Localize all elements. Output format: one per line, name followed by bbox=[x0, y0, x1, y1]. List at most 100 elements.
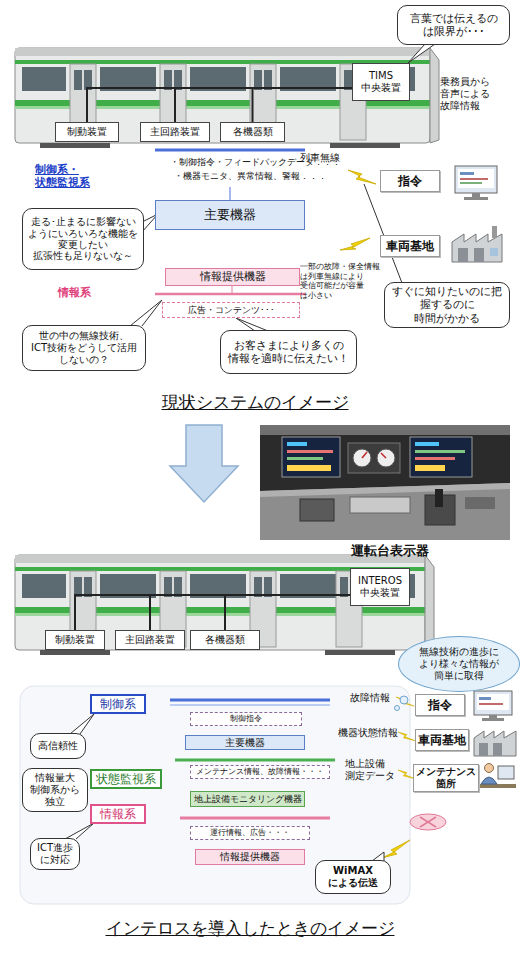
cab-photo bbox=[287, 442, 307, 446]
cab-photo bbox=[353, 449, 371, 467]
train-illustration bbox=[425, 555, 434, 650]
note-text: 乗務員から 音声による 故障情報 bbox=[440, 76, 510, 112]
system-box: 情報系 bbox=[90, 804, 146, 824]
wire-connector bbox=[253, 88, 353, 122]
monitoring-device-box: 地上設備モニタリング機器 bbox=[190, 791, 305, 807]
train-illustration bbox=[74, 577, 82, 597]
node-text: 走る･止まるに影響ない ようにいろいろな機能を 変更したい 拡張性も足りないな～ bbox=[27, 216, 139, 262]
flow-label: 地上設備 測定データ bbox=[345, 758, 401, 782]
train-illustration bbox=[15, 555, 434, 655]
note-text: 一部の故障・保全情報 は列車無線により 受信可能だが容量 は小さい bbox=[300, 262, 386, 300]
computer-icon bbox=[460, 178, 488, 180]
bus-line bbox=[170, 699, 330, 702]
bus-line bbox=[175, 759, 335, 762]
depot-icon bbox=[452, 234, 502, 262]
depot-icon bbox=[490, 248, 498, 256]
node-text: 情報量大 制御系から 独立 bbox=[27, 772, 83, 808]
node-text: メンテナンス 箇所 bbox=[416, 766, 476, 790]
destination-box: 指令 bbox=[415, 694, 465, 716]
computer-icon bbox=[479, 703, 503, 705]
node-text: ICT進歩 に対応 bbox=[35, 842, 75, 866]
maintenance-person-icon bbox=[480, 764, 516, 789]
node-text: 広告・コンテンツ･･･ bbox=[188, 305, 275, 316]
node-text: 制動装置 bbox=[55, 634, 95, 646]
node-text: 指令 bbox=[398, 174, 422, 188]
ground-target-symbol bbox=[410, 814, 446, 830]
figure-caption: インテロスを導入したときのイメージ bbox=[70, 918, 430, 938]
depot-icon bbox=[474, 731, 516, 756]
node-text: 世の中の無線技術、 ICT技術をどうして活用 しないの？ bbox=[27, 330, 141, 366]
node-text: メンテナンス情報、故障情報・・・ bbox=[196, 767, 324, 777]
computer-icon bbox=[489, 715, 497, 718]
cab-photo bbox=[287, 450, 333, 453]
wire-connector bbox=[150, 595, 350, 630]
system-panel bbox=[20, 686, 410, 904]
node-text: 制御系 bbox=[100, 697, 136, 711]
train-illustration bbox=[22, 67, 66, 91]
ground-target-symbol bbox=[420, 817, 436, 827]
bus-line bbox=[232, 286, 233, 294]
train-illustration bbox=[74, 70, 82, 90]
train-illustration bbox=[330, 143, 400, 148]
node-text: 各機器類 bbox=[233, 126, 273, 138]
computer-icon bbox=[474, 691, 512, 721]
train-illustration bbox=[344, 70, 352, 90]
callout-pointer bbox=[130, 300, 162, 326]
device-box: 主回路装置 bbox=[115, 630, 185, 650]
data-box: メンテナンス情報、故障情報・・・ bbox=[190, 765, 330, 779]
train-illustration bbox=[264, 577, 272, 597]
wire-connector bbox=[87, 88, 352, 122]
central-unit-box: INTEROS 中央装置 bbox=[350, 568, 410, 606]
wireless-bolt bbox=[340, 238, 370, 250]
bus-line bbox=[170, 704, 330, 706]
depot-icon bbox=[474, 731, 516, 756]
train-illustration bbox=[15, 48, 430, 143]
section-heading: 情報系 bbox=[58, 286, 118, 299]
system-box: 状態監視系 bbox=[90, 769, 162, 789]
computer-icon bbox=[460, 172, 474, 175]
depot-icon bbox=[492, 226, 497, 238]
speech-bubble: 高信頼性 bbox=[30, 733, 86, 759]
node-text: 車両基地 bbox=[386, 239, 434, 253]
node-text: 主回路装置 bbox=[150, 126, 200, 138]
callout-pointer bbox=[395, 706, 400, 711]
computer-icon bbox=[460, 182, 482, 184]
bus-line bbox=[180, 817, 330, 820]
callout-pointer bbox=[65, 823, 94, 839]
computer-icon bbox=[472, 193, 480, 197]
node-text: 主要機器 bbox=[204, 207, 256, 223]
train-illustration bbox=[15, 48, 430, 56]
node-text: 情報提供機器 bbox=[200, 270, 266, 283]
node-text: お客さまにより多くの 情報を適時に伝えたい！ bbox=[225, 339, 352, 365]
train-illustration bbox=[190, 67, 246, 91]
device-box: 制動装置 bbox=[55, 122, 119, 142]
depot-icon bbox=[479, 743, 488, 756]
train-illustration bbox=[340, 577, 348, 597]
train-illustration bbox=[84, 70, 92, 90]
speech-bubble: すぐに知りたいのに把 握するのに 時間がかかる bbox=[384, 282, 510, 328]
node-text: すぐに知りたいのに把 握するのに 時間がかかる bbox=[389, 285, 505, 325]
info-device-box: 情報提供機器 bbox=[165, 268, 300, 286]
computer-icon bbox=[482, 718, 504, 721]
ground-target-symbol bbox=[410, 814, 446, 830]
data-box: 制御指令 bbox=[190, 712, 302, 726]
speech-bubble: お客さまにより多くの 情報を適時に伝えたい！ bbox=[220, 330, 357, 374]
photo-caption: 運転台表示器 bbox=[330, 543, 450, 559]
speech-bubble: 世の中の無線技術、 ICT技術をどうして活用 しないの？ bbox=[22, 325, 146, 371]
train-illustration bbox=[430, 48, 439, 143]
train-illustration bbox=[15, 555, 425, 650]
cab-photo bbox=[415, 457, 455, 460]
cab-photo bbox=[381, 453, 386, 458]
train-illustration bbox=[15, 48, 439, 148]
thought-cloud: 無線技術の進歩に より様々な情報が 簡単に取得 bbox=[398, 636, 520, 692]
content-box: 広告・コンテンツ･･･ bbox=[162, 302, 300, 318]
device-box: 主回路装置 bbox=[140, 122, 210, 142]
node-text: 運行情報、広告・・・ bbox=[210, 828, 290, 838]
train-illustration bbox=[264, 70, 272, 90]
device-box: 各機器類 bbox=[220, 122, 285, 142]
data-item: ・機器モニタ、異常情報、警報．．． bbox=[174, 171, 354, 182]
train-illustration bbox=[280, 67, 336, 91]
wireless-bolt bbox=[348, 170, 376, 184]
computer-icon bbox=[479, 697, 491, 700]
